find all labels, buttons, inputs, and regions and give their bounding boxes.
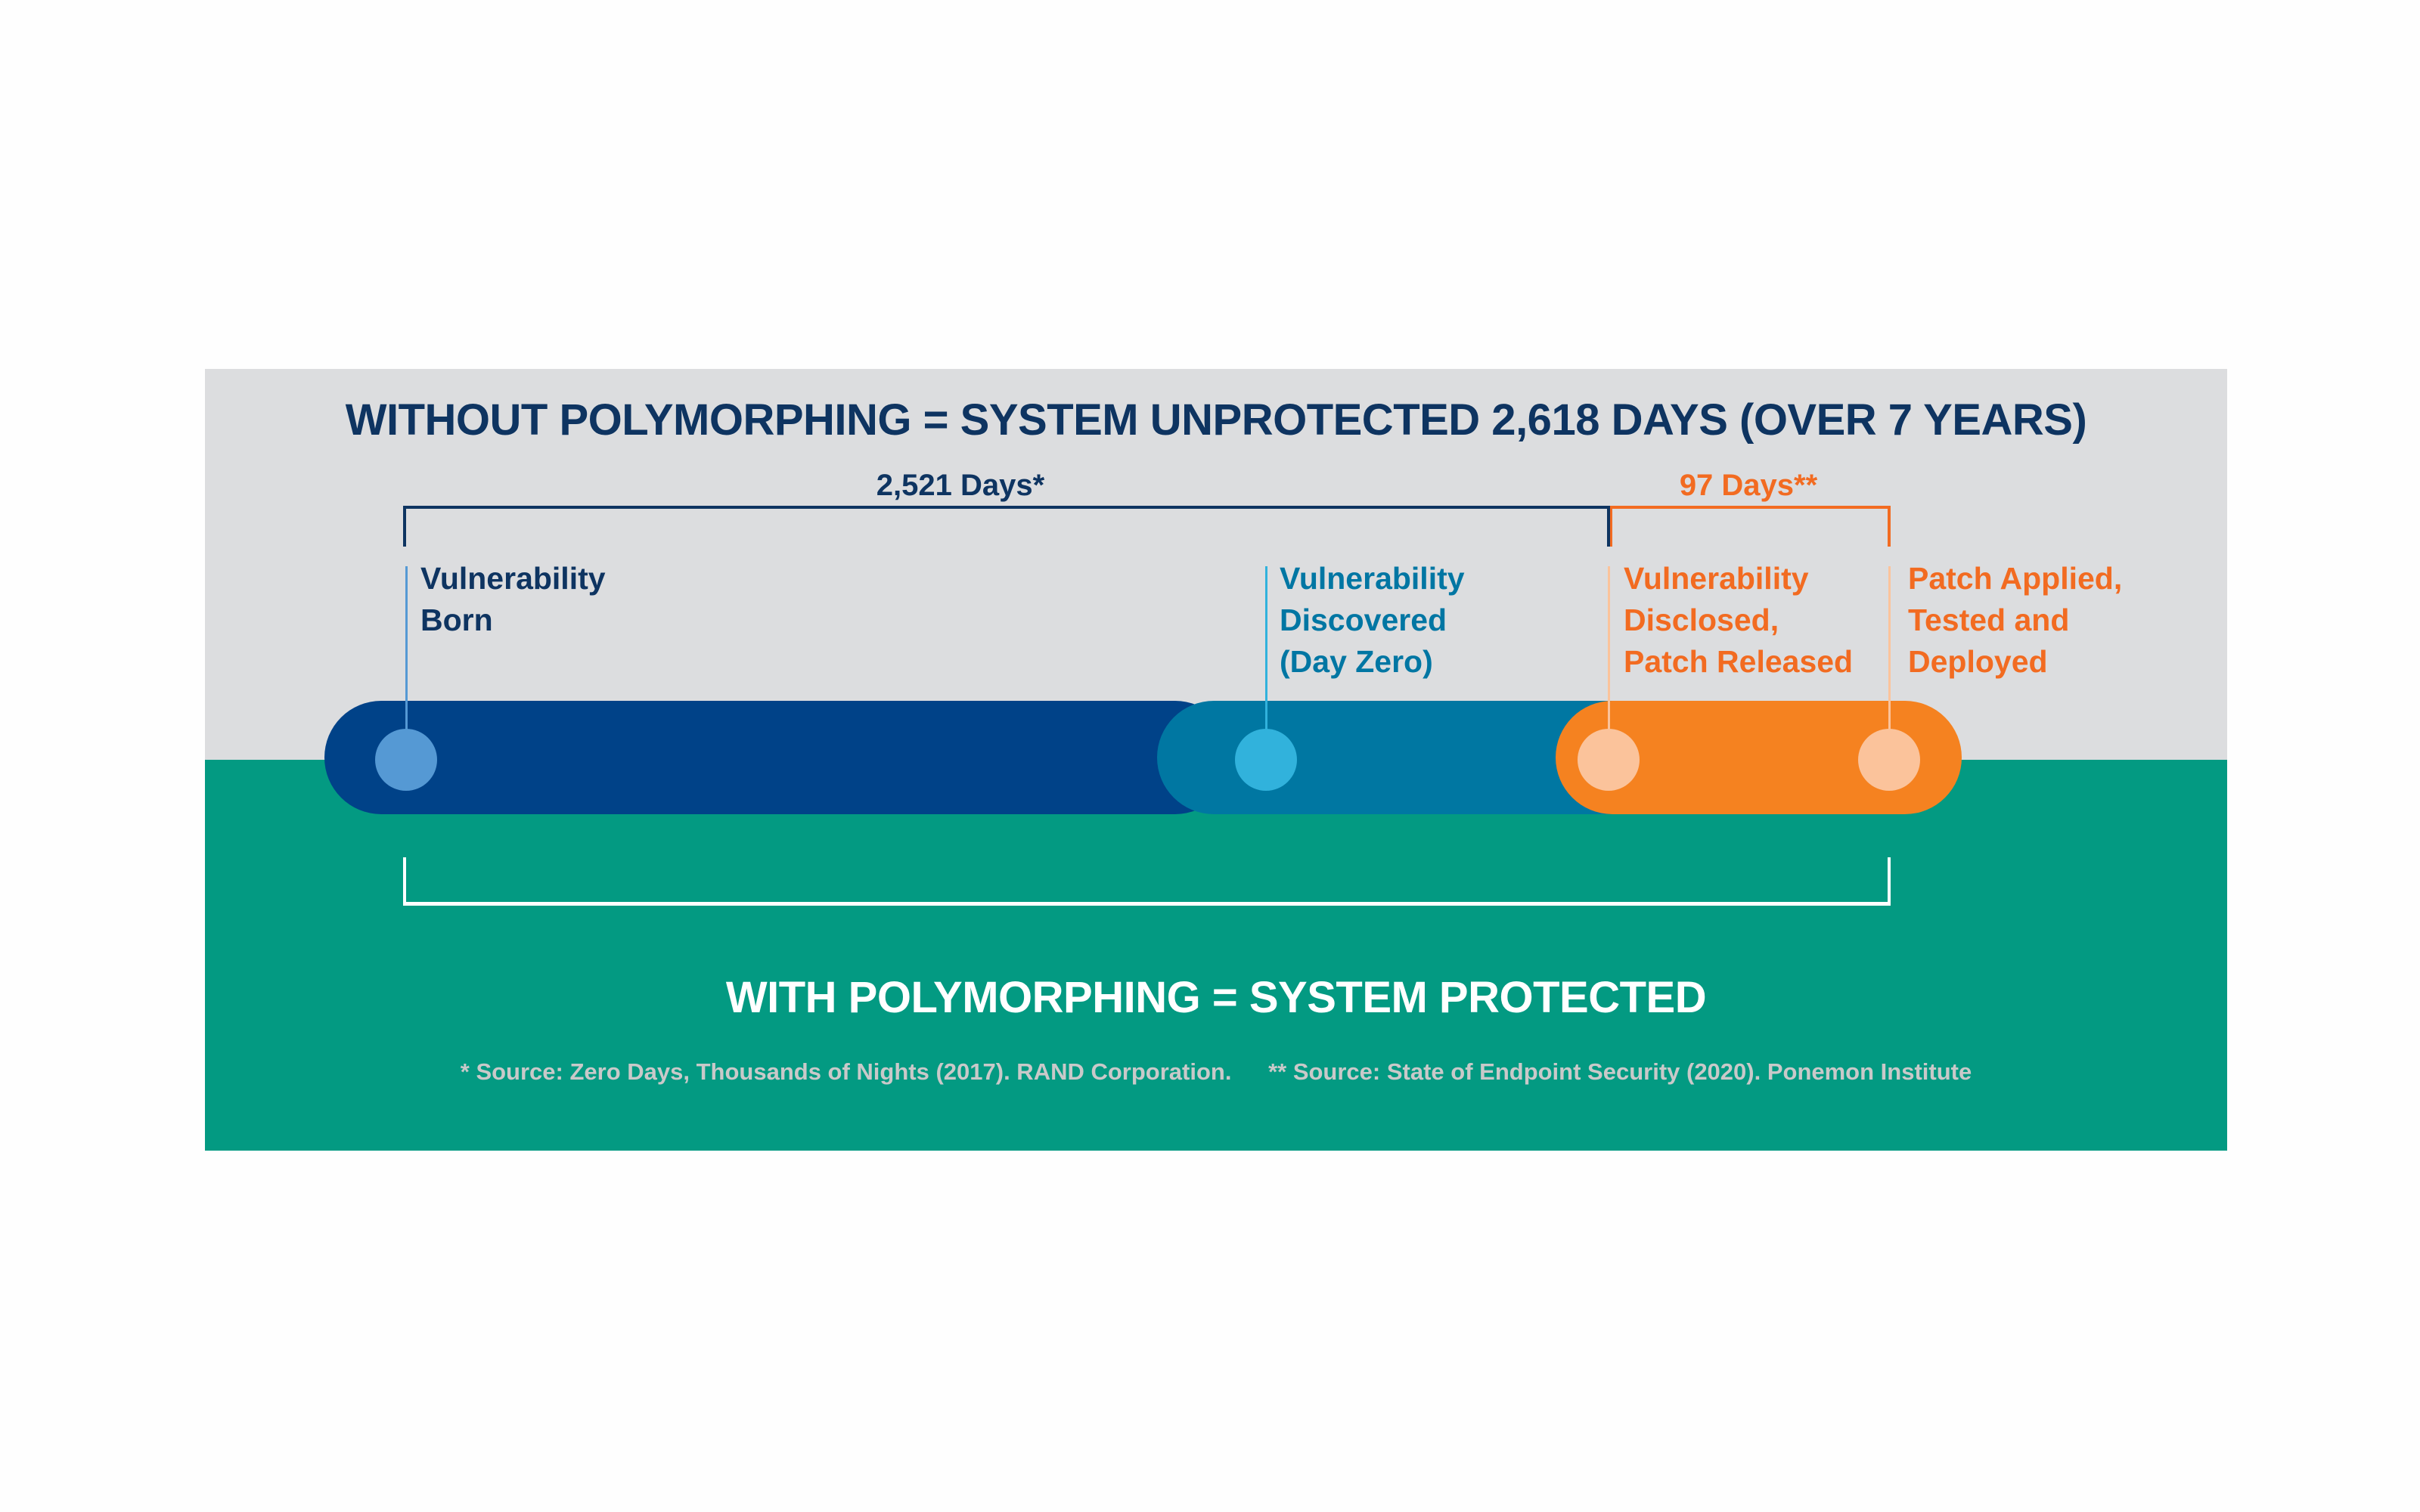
milestone-line: Disclosed, bbox=[1624, 603, 1779, 637]
bracket-protected bbox=[403, 857, 1891, 906]
milestone-line: Discovered bbox=[1280, 603, 1447, 637]
footnotes: * Source: Zero Days, Thousands of Nights… bbox=[205, 1058, 2227, 1086]
milestone-line: Vulnerability bbox=[420, 561, 606, 596]
bracket-2521-days bbox=[403, 506, 1610, 547]
milestone-connector bbox=[1888, 566, 1891, 760]
footnote-ponemon: ** Source: State of Endpoint Security (2… bbox=[1268, 1058, 1972, 1085]
milestone-disclosed-label: Vulnerability Disclosed, Patch Released bbox=[1624, 558, 1853, 683]
milestone-born-label: Vulnerability Born bbox=[420, 558, 606, 641]
bracket-97-days bbox=[1610, 506, 1891, 547]
unprotected-title: WITHOUT POLYMORPHING = SYSTEM UNPROTECTE… bbox=[345, 395, 2087, 445]
milestone-line: Vulnerability bbox=[1280, 561, 1465, 596]
milestone-connector bbox=[1608, 566, 1610, 760]
milestone-line: Patch Released bbox=[1624, 644, 1854, 679]
milestone-line: Vulnerability bbox=[1624, 561, 1809, 596]
milestone-dot-patched bbox=[1858, 729, 1920, 791]
milestone-line: Patch Applied, bbox=[1908, 561, 2123, 596]
milestone-dot-disclosed bbox=[1578, 729, 1640, 791]
protected-panel bbox=[205, 760, 2227, 1151]
milestone-patch-label: Patch Applied, Tested and Deployed bbox=[1908, 558, 2122, 683]
span-label-97-days: 97 Days** bbox=[1679, 469, 1818, 502]
protected-title: WITH POLYMORPHING = SYSTEM PROTECTED bbox=[725, 973, 1707, 1022]
footnote-rand: * Source: Zero Days, Thousands of Nights… bbox=[460, 1058, 1232, 1085]
milestone-dot-discovered bbox=[1235, 729, 1297, 791]
span-label-2521-days: 2,521 Days* bbox=[876, 469, 1045, 502]
milestone-connector bbox=[1265, 566, 1267, 760]
milestone-line: (Day Zero) bbox=[1280, 644, 1433, 679]
milestone-discovered-label: Vulnerability Discovered (Day Zero) bbox=[1280, 558, 1465, 683]
timeline-segment-undiscovered bbox=[324, 701, 1232, 814]
milestone-line: Born bbox=[420, 603, 493, 637]
milestone-line: Deployed bbox=[1908, 644, 2048, 679]
milestone-line: Tested and bbox=[1908, 603, 2070, 637]
milestone-connector bbox=[405, 566, 408, 760]
milestone-dot-born bbox=[375, 729, 437, 791]
